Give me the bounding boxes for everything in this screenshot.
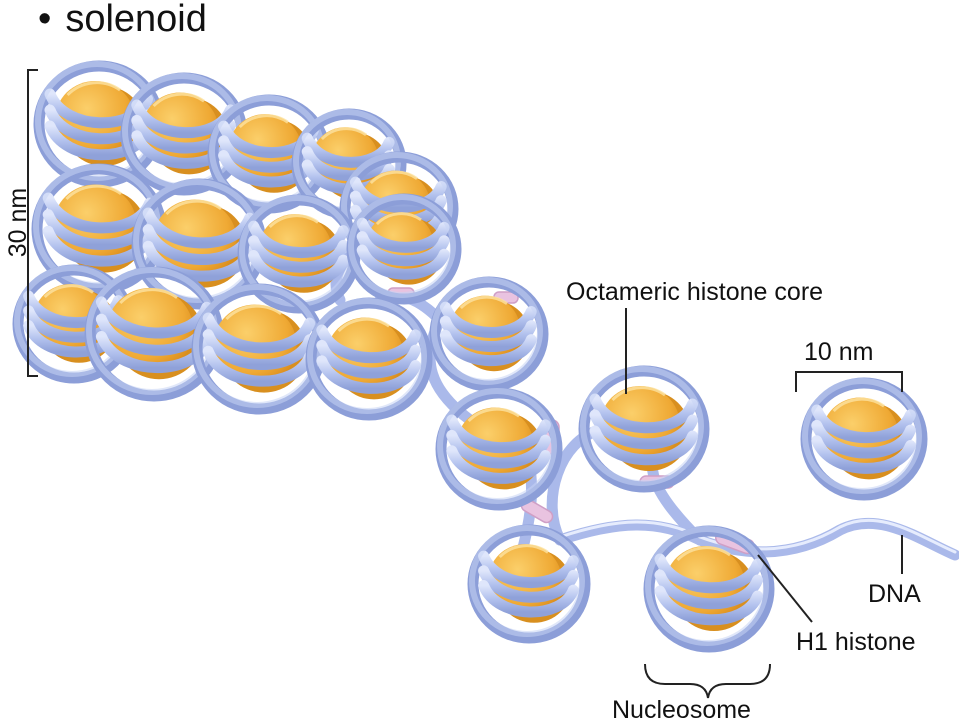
nucleosome-brace	[644, 663, 771, 699]
linker-dna-highlight	[558, 518, 957, 554]
label-nucleosome: Nucleosome	[612, 696, 751, 724]
nucleosome	[305, 297, 433, 421]
nucleosome	[800, 377, 928, 501]
nucleosome	[435, 387, 563, 511]
bullet-icon: •	[38, 0, 52, 40]
label-h1-histone: H1 histone	[796, 628, 916, 656]
scale-10nm-bracket	[795, 371, 903, 392]
label-dna: DNA	[868, 580, 921, 608]
nucleosome	[429, 276, 549, 392]
label-10nm: 10 nm	[804, 338, 874, 366]
scale-30nm-bracket	[27, 69, 38, 377]
label-octameric-core: Octameric histone core	[566, 278, 824, 306]
leader-lines	[625, 308, 903, 623]
nucleosome	[643, 525, 775, 653]
title-text: solenoid	[65, 0, 207, 40]
label-30nm: 30 nm	[4, 187, 33, 258]
nucleosome	[578, 365, 710, 493]
nucleosome	[346, 193, 462, 305]
slide-title: • solenoid	[38, 0, 207, 41]
nucleosome	[131, 178, 267, 310]
nucleosome	[191, 283, 327, 415]
nucleosome	[467, 524, 591, 644]
nucleosome	[31, 163, 167, 295]
h1-leader-line	[757, 554, 813, 623]
nucleosome-group	[12, 60, 928, 653]
